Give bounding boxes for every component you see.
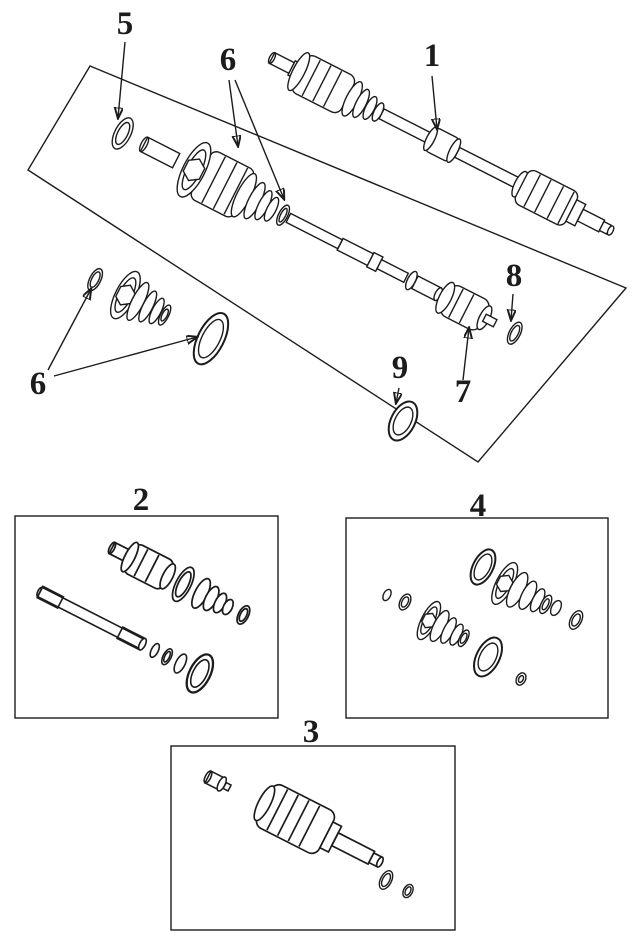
callout-arrow-6-lower-b: [53, 337, 197, 377]
callout-arrow-6-upper-b: [234, 79, 284, 199]
callout-label-8[interactable]: 8: [506, 258, 523, 294]
callout-arrow-1: [432, 75, 437, 129]
callout-arrow-7: [462, 328, 469, 381]
callout-label-4[interactable]: 4: [470, 488, 487, 524]
callout-label-6-lower[interactable]: 6: [30, 366, 47, 402]
callout-arrow-6-upper-a: [228, 79, 238, 146]
part-8-ring-drawing: [506, 321, 523, 345]
callout-label-6-upper[interactable]: 6: [220, 42, 237, 78]
kit-3-box: [170, 745, 456, 931]
callout-arrow-9: [396, 387, 399, 403]
part-7-inner-joint-drawing: [435, 281, 498, 331]
callout-arrow-8: [511, 293, 513, 320]
callout-label-3[interactable]: 3: [303, 714, 320, 750]
callout-arrow-5: [118, 41, 126, 118]
exploded-axle-shaft-drawing: [111, 117, 523, 345]
part-5-seal-ring-drawing: [111, 117, 134, 150]
callout-label-1[interactable]: 1: [424, 38, 441, 74]
callout-label-2[interactable]: 2: [133, 482, 150, 518]
callout-label-9[interactable]: 9: [392, 350, 409, 386]
part-1-damper-drawing: [423, 126, 462, 164]
kit-4-contents-drawing: [382, 548, 584, 686]
kit-2-box: [14, 515, 279, 719]
kit-4-box: [345, 517, 609, 719]
callout-arrow-6-lower-a: [47, 289, 91, 371]
kit-3-contents-drawing: [203, 770, 414, 899]
axle-bar-drawing: [285, 212, 443, 302]
axle-assembly-drawing: [267, 51, 615, 236]
callout-label-5[interactable]: 5: [117, 6, 134, 42]
callout-label-7[interactable]: 7: [455, 374, 472, 410]
perspective-plane-outline: [27, 65, 628, 463]
part-9-ring-drawing: [387, 400, 419, 442]
part-6-outer-boot-joint-drawing: [176, 141, 291, 226]
callout-leaders: [47, 41, 513, 403]
part-6-boot-kit-lower-drawing: [87, 267, 230, 366]
kit-2-contents-drawing: [36, 541, 251, 694]
